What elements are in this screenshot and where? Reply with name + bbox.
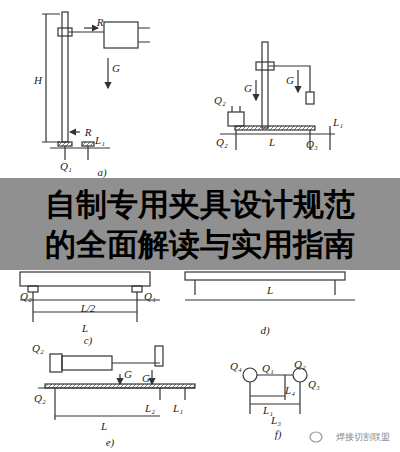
dimension-label: Q₃ bbox=[307, 379, 321, 390]
dimension-label: Q₂ bbox=[33, 393, 47, 404]
dimension-label: Q₁ bbox=[143, 291, 157, 302]
dimension-label: d) bbox=[259, 325, 270, 336]
dimension-label: c) bbox=[83, 335, 94, 346]
dimension-label: G bbox=[111, 63, 121, 74]
dimension-label: Q₂ bbox=[213, 95, 227, 106]
dimension-label: H bbox=[33, 75, 43, 86]
figure-a bbox=[42, 12, 150, 160]
dimension-label: Q₄ bbox=[229, 361, 243, 372]
figure-f bbox=[243, 368, 307, 414]
title-banner: 自制专用夹具设计规范的全面解读与实用指南 bbox=[0, 178, 400, 270]
dimension-label: R bbox=[84, 127, 93, 138]
figure-c-d bbox=[20, 272, 355, 322]
dimension-label: L bbox=[81, 323, 89, 334]
dimension-label: Q₁ bbox=[59, 161, 73, 172]
dimension-label: L₁ bbox=[332, 117, 344, 128]
dimension-label: L bbox=[266, 285, 274, 296]
dimension-label: f) bbox=[274, 429, 283, 440]
dimension-label: G bbox=[285, 75, 295, 86]
title-text: 自制专用夹具设计规范的全面解读与实用指南 bbox=[45, 184, 355, 265]
dimension-label: Q₂ bbox=[293, 359, 307, 370]
dimension-label: L₄ bbox=[284, 385, 296, 396]
dimension-label: Q₂ bbox=[19, 291, 33, 302]
dimension-label: L bbox=[100, 421, 108, 432]
figure-b bbox=[220, 42, 335, 150]
dimension-label: G bbox=[123, 369, 133, 380]
dimension-label: Q₂ bbox=[31, 343, 45, 354]
dimension-label: L₁ bbox=[94, 135, 106, 146]
dimension-label: a) bbox=[96, 167, 107, 178]
dimension-label: G bbox=[243, 83, 253, 94]
dimension-label: L/2 bbox=[80, 303, 97, 314]
dimension-label: G bbox=[141, 373, 151, 384]
dimension-label: L₂ bbox=[144, 403, 156, 414]
dimension-label: L bbox=[268, 137, 276, 148]
watermark: 焊接切割联盟 bbox=[335, 433, 391, 442]
figure-e bbox=[38, 346, 195, 420]
dimension-label: Q₁ bbox=[261, 363, 275, 374]
watermark-icon bbox=[310, 432, 322, 442]
dimension-label: R bbox=[96, 17, 105, 28]
dimension-label: Q₃ bbox=[305, 139, 319, 150]
dimension-label: Q₂ bbox=[215, 137, 229, 148]
dimension-label: L₁ bbox=[172, 403, 184, 414]
dimension-label: L₃ bbox=[270, 415, 282, 426]
dimension-label: e) bbox=[105, 437, 116, 448]
